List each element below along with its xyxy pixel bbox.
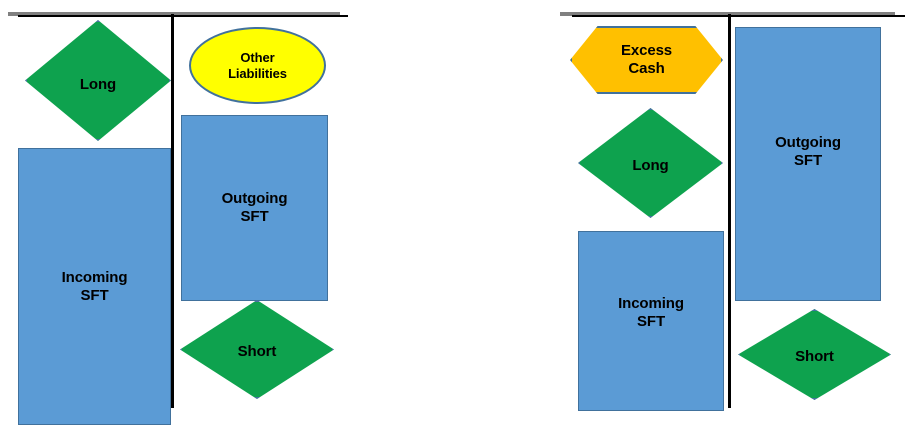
left-panel-other-liabilities-ellipse: Other Liabilities (189, 27, 326, 104)
shape-label: Long (632, 157, 669, 175)
top-rule-black (572, 15, 905, 17)
right-panel-long-diamond: Long (578, 108, 723, 218)
shape-label: Incoming SFT (618, 295, 684, 330)
top-rule-grey (560, 12, 895, 16)
right-panel-short-diamond: Short (738, 309, 891, 400)
right-panel-incoming-sft-rect: Incoming SFT (578, 231, 724, 411)
shape-label: Incoming SFT (61, 268, 128, 304)
shape-label: Outgoing SFT (775, 134, 841, 169)
assets-liabilities-divider (728, 14, 731, 408)
top-rule-grey (8, 12, 340, 16)
right-panel-excess-cash-hexagon: Excess Cash (570, 26, 723, 94)
top-rule-black (18, 15, 348, 17)
left-panel-incoming-sft-rect: Incoming SFT (18, 148, 171, 425)
assets-liabilities-divider (171, 14, 174, 408)
shape-label: Other Liabilities (228, 50, 287, 81)
right-panel-outgoing-sft-rect: Outgoing SFT (735, 27, 881, 301)
shape-label: Outgoing SFT (221, 190, 288, 225)
left-panel-outgoing-sft-rect: Outgoing SFT (181, 115, 328, 301)
shape-label: Excess Cash (620, 42, 673, 77)
shape-label: Short (795, 347, 834, 365)
